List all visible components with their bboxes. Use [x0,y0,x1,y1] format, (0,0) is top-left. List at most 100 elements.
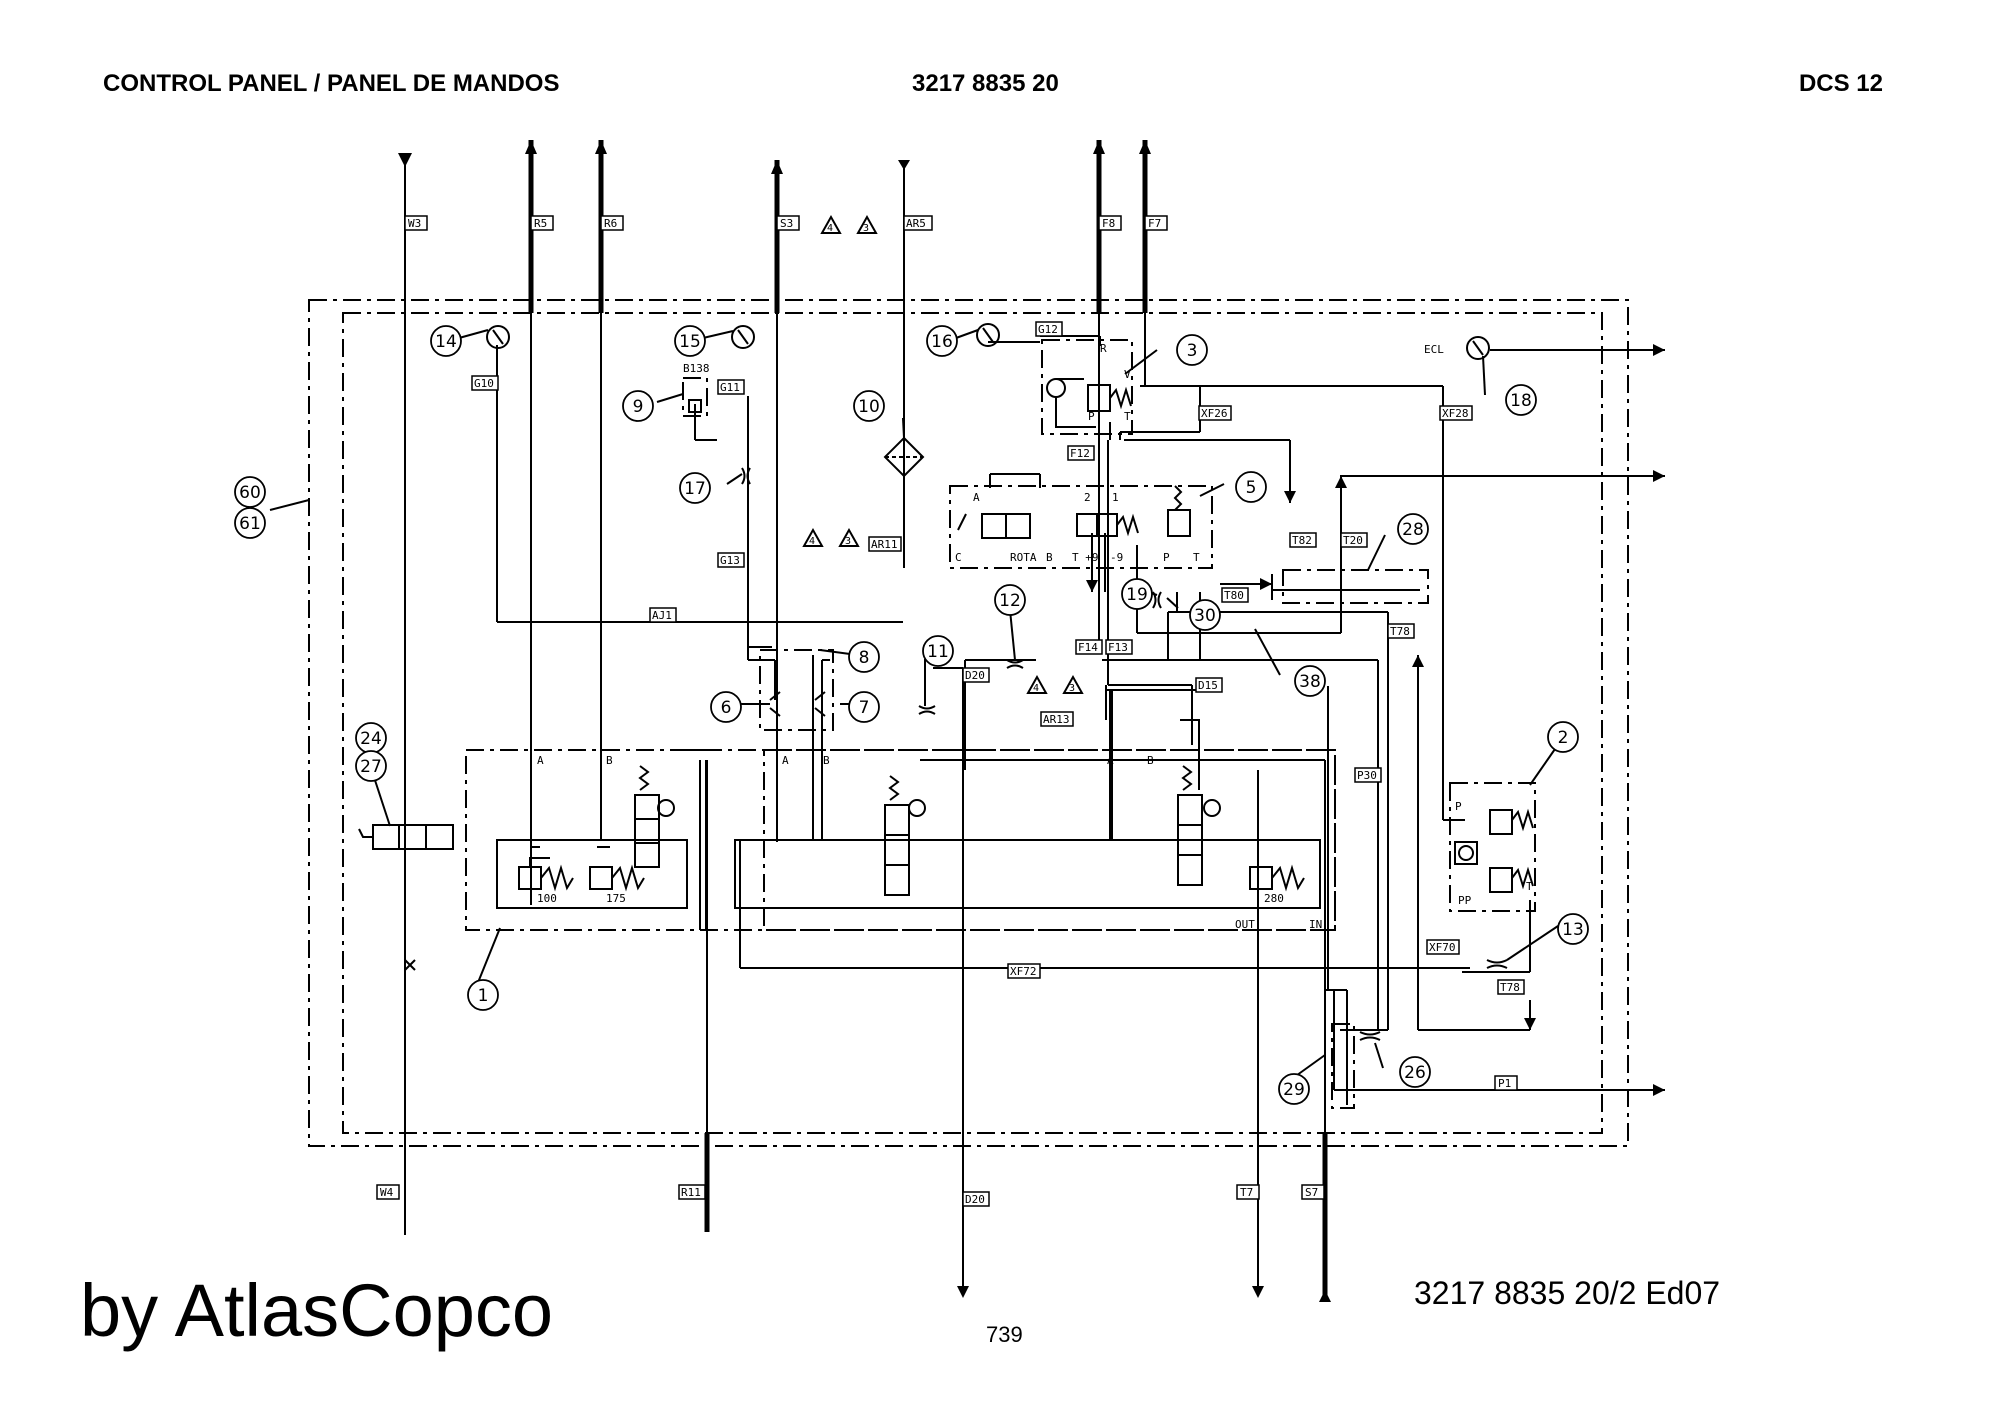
tag-g10: G10 [471,375,499,391]
tag-f7: F7 [1144,215,1168,231]
tag-f8: F8 [1098,215,1122,231]
tag-f13: F13 [1105,639,1133,655]
tag-t80: T80 [1221,587,1249,603]
tag-w3: W3 [404,215,428,231]
svg-text:G13: G13 [720,554,740,567]
svg-text:AJ1: AJ1 [652,609,672,622]
tag-f14: F14 [1075,639,1103,655]
svg-text:T80: T80 [1224,589,1244,602]
svg-text:13: 13 [1562,920,1584,940]
svg-text:26: 26 [1404,1063,1426,1083]
svg-text:P: P [1088,410,1095,423]
svg-text:A: A [1107,754,1114,767]
callout-61: 61 [234,507,266,539]
svg-text:2: 2 [1558,728,1569,748]
callout-16: 16 [926,325,958,357]
svg-text:P: P [1455,800,1462,813]
callout-30: 30 [1189,599,1221,631]
svg-text:A: A [782,754,789,767]
tag-t7: T7 [1236,1184,1260,1200]
svg-text:ECL: ECL [1424,343,1444,356]
directional-valve-center [884,775,926,896]
external-lines [398,140,1331,1302]
tag-xf28: XF28 [1439,405,1473,421]
svg-text:S7: S7 [1305,1186,1318,1199]
callout-1: 1 [467,979,499,1011]
block-28 [1282,569,1429,604]
tag-ar13: AR13 [1040,711,1074,727]
svg-text:AR13: AR13 [1043,713,1070,726]
svg-text:A: A [973,491,980,504]
svg-text:10: 10 [858,397,880,417]
svg-text:T +9: T +9 [1072,551,1099,564]
pressure-switch-9 [682,377,708,417]
svg-text:F13: F13 [1108,641,1128,654]
tag-t78-lower: T78 [1497,979,1525,995]
svg-text:V: V [1124,368,1131,381]
callout-12: 12 [994,584,1026,616]
callout-9: 9 [622,390,654,422]
svg-text:W3: W3 [408,217,421,230]
valve-5-parts [957,485,1191,539]
svg-text:G10: G10 [474,377,494,390]
callouts: 14 15 16 3 18 9 10 17 5 60 61 28 12 19 3… [234,325,1589,1105]
svg-text:AR5: AR5 [906,217,926,230]
svg-text:14: 14 [435,332,457,352]
svg-text:B: B [1046,551,1053,564]
svg-text:A: A [537,754,544,767]
svg-text:8: 8 [859,648,870,668]
svg-text:T7: T7 [1240,1186,1253,1199]
header-model: DCS 12 [1798,70,1883,97]
svg-text:61: 61 [239,514,261,534]
svg-text:18: 18 [1510,391,1532,411]
svg-text:AR11: AR11 [871,538,898,551]
callout-2: 2 [1547,721,1579,753]
tag-t82: T82 [1289,532,1317,548]
directional-valve-right [1177,765,1221,886]
svg-text:IN: IN [1309,918,1322,931]
svg-text:5: 5 [1246,478,1257,498]
brand-mark: by AtlasCopco [80,1269,554,1352]
tag-g13: G13 [717,552,745,568]
valve-assembly-5 [949,485,1213,569]
svg-text:XF72: XF72 [1010,965,1037,978]
tag-t78-upper: T78 [1387,623,1415,639]
relief-valve-100 [518,857,574,892]
svg-text:T: T [1526,880,1533,893]
svg-text:R5: R5 [534,217,547,230]
svg-text:D20: D20 [965,669,985,682]
svg-text:3: 3 [1187,341,1198,361]
tag-xf26: XF26 [1198,405,1232,421]
svg-text:29: 29 [1283,1080,1305,1100]
port-tags: W3 R5 R6 S3 AR5 F8 F7 G10 G11 G12 G13 F1… [376,215,1525,1207]
tag-xf70: XF70 [1426,939,1460,955]
svg-text:12: 12 [999,591,1021,611]
svg-text:W4: W4 [380,1186,394,1199]
svg-text:XF28: XF28 [1442,407,1469,420]
svg-text:T20: T20 [1343,534,1363,547]
callout-14: 14 [430,325,462,357]
svg-text:D15: D15 [1198,679,1218,692]
tag-ar11: AR11 [868,536,902,552]
svg-text:16: 16 [931,332,953,352]
svg-text:280: 280 [1264,892,1284,905]
tag-r11: R11 [678,1184,706,1200]
header-part-number: 3217 8835 20 [912,70,1059,97]
svg-text:60: 60 [239,483,261,503]
restrictor-26 [1359,1031,1381,1041]
svg-text:17: 17 [684,479,706,499]
svg-text:D20: D20 [965,1193,985,1206]
svg-text:OUT: OUT [1235,918,1255,931]
callout-38: 38 [1294,665,1326,697]
tag-xf72: XF72 [1007,963,1041,979]
svg-text:6: 6 [721,698,732,718]
schematic-labels: ECL B138 R V P T A 2 1 C ROTA B T +9 -9 … [537,342,1533,931]
callout-5: 5 [1235,471,1267,503]
directional-valve-left [634,765,675,868]
svg-text:C: C [955,551,962,564]
svg-text:9: 9 [633,397,644,417]
callout-17: 17 [679,472,711,504]
callout-29: 29 [1278,1073,1310,1105]
relief-valve-280 [1249,864,1305,892]
